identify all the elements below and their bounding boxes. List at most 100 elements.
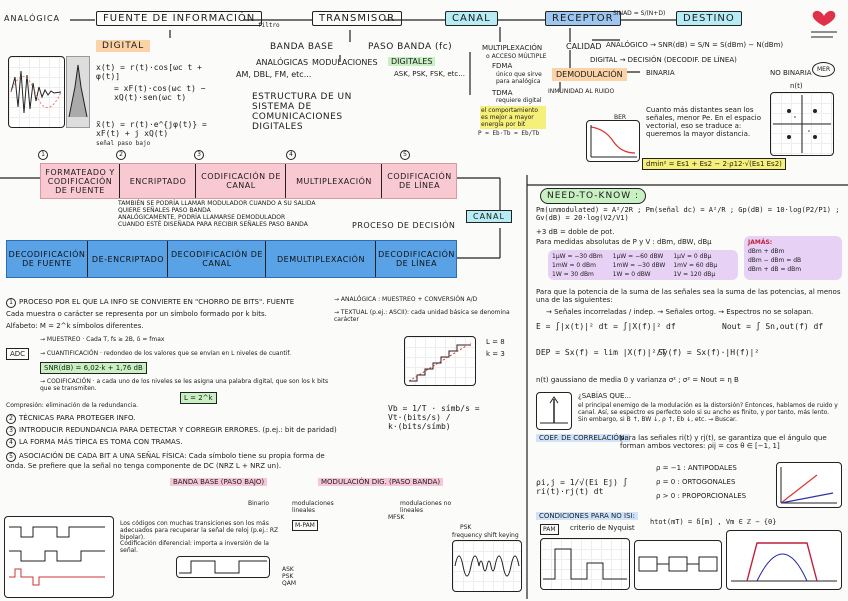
fdma-label: FDMA: [492, 62, 513, 70]
formula-line: = xF(t)·cos(ωc t) − xQ(t)·sen(ωc t): [114, 84, 206, 102]
dbm-cell: 1μV = 0 dBμ: [673, 253, 712, 260]
bit-sequence-plot: [176, 556, 270, 578]
canal-box: CANAL: [445, 11, 498, 26]
formula-note: señal paso bajo: [96, 140, 151, 147]
heart-icon: [811, 10, 837, 38]
inmunidad-label: INMUNIDAD AL RUIDO: [548, 88, 615, 95]
step-number: 1: [6, 298, 16, 308]
multiplexacion-label: MULTIPLEXACIÓN: [482, 44, 543, 52]
codif-diferencial: Codificación diferencial: importa a inve…: [120, 540, 269, 554]
codificacion-step: → CODIFICACIÓN · a cada uno de los nivel…: [40, 378, 329, 392]
calidad-label: CALIDAD: [566, 42, 602, 51]
estructura-title: ESTRUCTURA DE UN SISTEMA DE COMUNICACION…: [252, 92, 352, 132]
rho-case: ρ = −1 : ANTIPODALES: [656, 464, 737, 472]
tx-number-5: 5: [400, 150, 413, 160]
tx-note-1: TAMBIÉN SE PODRÍA LLAMAR MODULADOR CUAND…: [118, 200, 316, 214]
calidad-analog: ANALÓGICO → SNR(dB) = S/N = S(dBm) − N(d…: [606, 41, 784, 49]
rho-case: ρ > 0 : PROPORCIONALES: [656, 492, 747, 500]
rho-case: ρ = 0 : ORTOGONALES: [656, 478, 736, 486]
step-number: 4: [6, 438, 16, 448]
mod-no-lineales-label: modulaciones no lineales: [400, 500, 452, 514]
proceso-decision-label: PROCESO DE DECISIÓN: [352, 221, 456, 230]
process-1-sub-b: → TEXTUAL (p.ej.: ASCII): cada unidad bá…: [334, 309, 510, 323]
energy-formula: dmin² = Es1 + Es2 − 2·ρ12·√(Es1 Es2): [642, 158, 786, 170]
binario-label: Binario: [248, 500, 270, 507]
gauss-note: n(t) gaussiano de media 0 y varianza σ² …: [536, 376, 739, 384]
rx-block-desencriptado: DE-ENCRIPTADO: [87, 241, 168, 277]
mfsk-label: MFSK: [388, 514, 405, 521]
nyquist-spectrum-plot: [726, 530, 842, 590]
tabias-label: ¿SABÍAS QUE...: [578, 392, 632, 400]
dep2-formula: Sy(f) = Sx(f)·|H(f)|²: [658, 348, 760, 357]
isi-desc: criterio de Nyquist: [570, 524, 635, 532]
ber-label: BER: [614, 114, 627, 121]
muestreo-step: → MUESTREO · Cada T, fs ≥ 2B, δ = fmax: [40, 336, 165, 343]
snr-formula: SNR(dB) = 6,02·k + 1,76 dB: [40, 362, 147, 374]
fsk-plot: [452, 540, 522, 592]
dbm-cell: 1W = 0 dBW: [612, 271, 651, 278]
rx-block-demultiplexacion: DEMULTIPLEXACIÓN: [265, 241, 376, 277]
step-number: 2: [6, 414, 16, 424]
cuantificacion-step: → CUANTIFICACIÓN · redondeo de los valor…: [40, 350, 292, 357]
ber-note: el comportamiento es mejor a mayor energ…: [480, 106, 546, 129]
mpam-label: M-PAM: [292, 520, 318, 531]
step-number: 3: [6, 426, 16, 436]
nyquist-formula: htot(mT) = δ[m] , Vm ∈ ℤ − {0}: [650, 518, 777, 526]
process-3-text: INTRODUCIR REDUNDANCIA PARA DETECTAR Y C…: [19, 426, 337, 434]
dbm-cell: 1V = 120 dBμ: [673, 271, 716, 278]
spectrum-plot: [66, 56, 90, 128]
rx-chain: DECODIFICACIÓN DE FUENTE DE-ENCRIPTADO D…: [6, 240, 457, 278]
impulse-plot: [536, 392, 572, 430]
corr-title: COEF. DE CORRELACIÓN:: [536, 434, 630, 442]
dbm-cell: 1μW = −30 dBm: [552, 253, 603, 260]
tx-block-cod-linea: CODIFICACIÓN DE LÍNEA: [381, 164, 457, 198]
dbm-cell: 1mV = 60 dBμ: [673, 262, 718, 269]
rho-cases: ρ = −1 : ANTIPODALES ρ = 0 : ORTOGONALES…: [656, 464, 746, 500]
dest-box: DESTINO: [676, 11, 742, 26]
step-number: 3: [194, 150, 204, 160]
l-equation: L = 2^k: [180, 392, 217, 404]
line-code-plot: [4, 516, 114, 598]
jamas-label: JAMÁS:: [748, 239, 773, 246]
mer-label: MER: [812, 62, 836, 77]
process-1-sub: → ANALÓGICA : MUESTREO + CONVERSIÓN A/D …: [334, 296, 514, 323]
binaria-label: BINARIA: [646, 69, 675, 77]
isi-pulse-plot: [540, 538, 630, 590]
formula-line: x̃(t) = r(t)·e^{jφ(t)} = xF(t) + j xQ(t): [96, 120, 207, 138]
sinad-label: SINAD = S/(N+D): [613, 10, 666, 17]
dbm-cell: 1W = 30 dBm: [552, 271, 594, 278]
dbm-cell: 1mW = 0 dBm: [552, 262, 596, 269]
tx-box: TRANSMISOR: [312, 11, 403, 26]
ber-formula: P = Eb·Tb = Eb/Tb: [478, 130, 540, 137]
k3-label: k = 3: [486, 350, 505, 358]
abs-note: Para medidas absolutas de P y V : dBm, d…: [536, 238, 712, 246]
rho-formula: ρi,j = 1/√(Ei Ej) ∫ ri(t)·rj(t) dt: [536, 478, 628, 496]
tx-block-cod-canal: CODIFICACIÓN DE CANAL: [195, 164, 286, 198]
paso-banda-label: PASO BANDA (fc): [368, 42, 453, 52]
mod-qam: QAM: [282, 580, 297, 587]
process-4-text: LA FORMA MÁS TÍPICA ES TOMA CON TRAMAS.: [19, 438, 183, 446]
analogicas-label: ANALÓGICAS: [256, 58, 309, 67]
dep-formula: DEP = Sx(f) = lim |X(f)|²/T: [536, 348, 667, 357]
isi-block-diagram: [634, 540, 722, 590]
filtro-label: filtro: [258, 22, 280, 29]
dbm-cell: 1mW = −30 dBW: [612, 262, 666, 269]
formula-line: x(t) = r(t)·cos[ωc t + φ(t)]: [96, 63, 202, 81]
tx-number-1: 1: [38, 150, 51, 160]
modulacion-dig: MODULACIÓN DIG. (PASO BANDA): [318, 478, 444, 486]
energy-formula-2: E = ∫|x(t)|² dt = ∫|X(f)|² df: [536, 322, 676, 331]
tx-number-4: 4: [286, 150, 299, 160]
tx-block-encriptado: ENCRIPTADO: [119, 164, 196, 198]
rx-box: RECEPTOR: [545, 11, 621, 26]
need-title: NEED-TO-KNOW :: [540, 188, 647, 204]
tx-block-formateado: FORMATEADO Y CODIFICACIÓN DE FUENTE: [45, 167, 115, 195]
distance-note: Cuanto más distantes sean los señales, m…: [646, 106, 762, 138]
correlation-plot: [776, 462, 842, 508]
calidad-digital: DIGITAL → DECISIÓN (DECODIF. DE LÍNEA): [590, 56, 737, 64]
digital-label: DIGITAL: [96, 40, 151, 52]
fdma-note: único que sirve para analógica: [496, 71, 542, 85]
ber-curve-plot: [586, 120, 640, 162]
rx-block-dec-linea: DECODIFICACIÓN DE LÍNEA: [375, 241, 457, 277]
